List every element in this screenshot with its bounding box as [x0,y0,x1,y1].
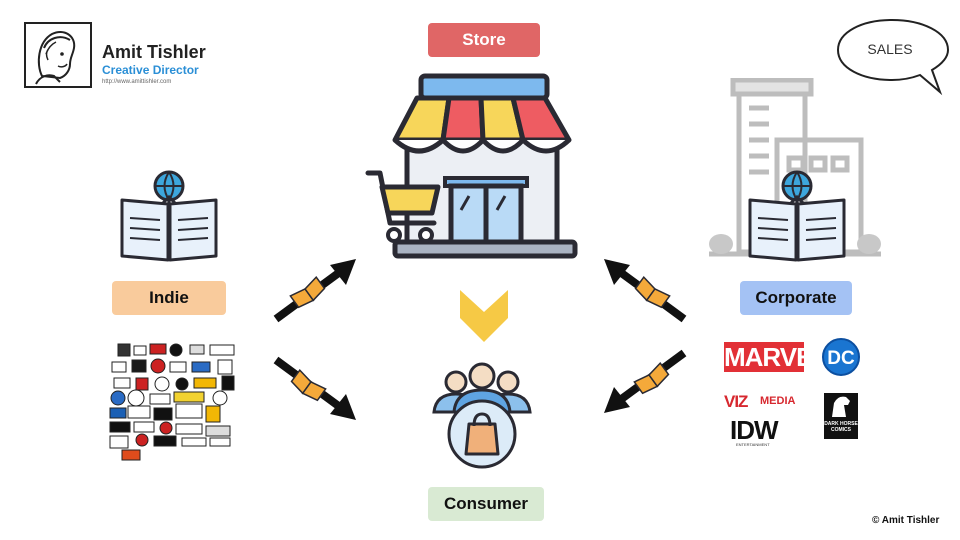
arrow-with-book-icon [273,356,356,420]
arrow-with-book-icon [273,259,356,323]
dark-horse-logo [824,393,858,439]
viz-media-label: MEDIA [760,395,796,407]
consumers-bag-icon [432,362,532,469]
author-url[interactable]: http://www.amittishler.com [102,79,172,85]
open-book-globe-icon [748,170,846,262]
arrow-with-book-icon [604,349,687,413]
indie-publisher-logos [109,343,235,461]
store-label: Store [428,23,540,57]
viz-logo: VIZ [724,392,748,411]
consumer-label: Consumer [428,487,544,521]
dc-logo: DC [822,338,860,376]
author-portrait-icon [24,22,92,88]
author-name: Amit Tishler [102,42,206,62]
author-title: Creative Director [102,63,199,77]
arrow-with-book-icon [604,259,687,323]
idw-logo: IDW [730,415,779,445]
open-book-globe-icon [120,170,218,262]
chevron-down-icon [460,290,508,342]
sales-label: SALES [867,41,913,57]
storefront-icon [392,73,578,259]
shopping-cart-icon [365,170,441,243]
marvel-logo: MARVEL [724,342,828,372]
indie-label: Indie [112,281,226,315]
idw-subtitle: ENTERTAINMENT [736,442,770,447]
speech-bubble-icon [836,18,950,96]
copyright-notice: © Amit Tishler [872,515,940,526]
dark-horse-label: DARK HORSE COMICS [824,421,858,433]
corporate-label: Corporate [740,281,852,315]
